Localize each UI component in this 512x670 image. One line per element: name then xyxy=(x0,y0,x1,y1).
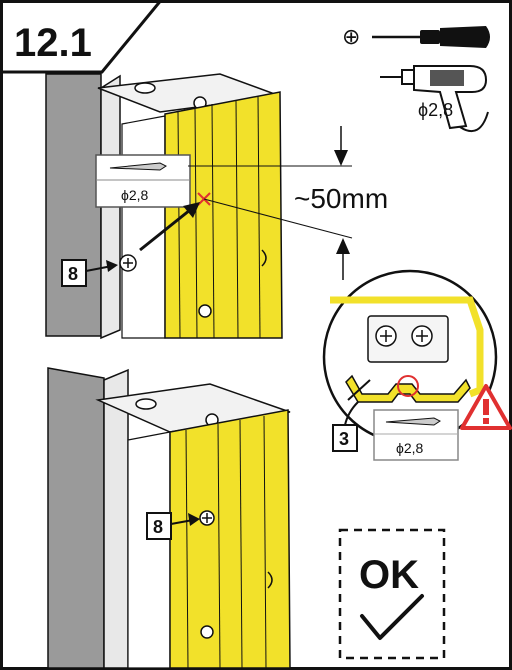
yellow-profile xyxy=(164,91,283,339)
screw-count-top: 8 xyxy=(68,264,78,284)
detail-profile-section xyxy=(345,374,471,403)
screw-count-bottom: 8 xyxy=(153,517,163,537)
screw-head xyxy=(198,304,212,318)
ok-label: OK xyxy=(359,553,419,597)
screw-insert-arrow xyxy=(139,202,200,252)
step-number: 12.1 xyxy=(14,21,92,65)
guide-line-bottom xyxy=(203,198,353,239)
part-count-badge: 3 xyxy=(332,401,359,452)
wall xyxy=(45,73,102,337)
part-count: 3 xyxy=(339,429,349,449)
drill-bit-tag-top: ϕ2,8 xyxy=(95,154,191,208)
drill-bit-size: ϕ2,8 xyxy=(418,100,453,120)
bottom-panel-illustration xyxy=(47,367,291,669)
drill-bit-tag-top-label: ϕ2,8 xyxy=(121,187,149,203)
screw-count-badge-bottom: 8 xyxy=(146,512,200,540)
drill-bit-tag-detail-label: ϕ2,8 xyxy=(396,440,424,456)
screw-head-bottom xyxy=(200,625,214,639)
drill-bit-tag-detail: ϕ2,8 xyxy=(373,409,459,461)
screwdriver-icon: ⊕ xyxy=(342,24,490,49)
drill-icon: ϕ2,8 xyxy=(380,65,489,132)
screw-count-badge-top: 8 xyxy=(61,259,118,287)
distance-label: ~50mm xyxy=(294,183,388,214)
check-mark-icon xyxy=(360,594,424,640)
screw-icon-top xyxy=(119,254,137,272)
detail-view xyxy=(322,269,498,445)
wall-bottom xyxy=(47,367,105,669)
drill-location-circle xyxy=(397,375,419,397)
step-badge: 12.1 xyxy=(0,0,164,74)
yellow-profile-bottom xyxy=(169,409,291,669)
ok-box: OK xyxy=(338,528,446,660)
phillips-symbol: ⊕ xyxy=(342,24,360,49)
dimension-arrows xyxy=(334,126,350,280)
warning-icon xyxy=(460,384,512,430)
